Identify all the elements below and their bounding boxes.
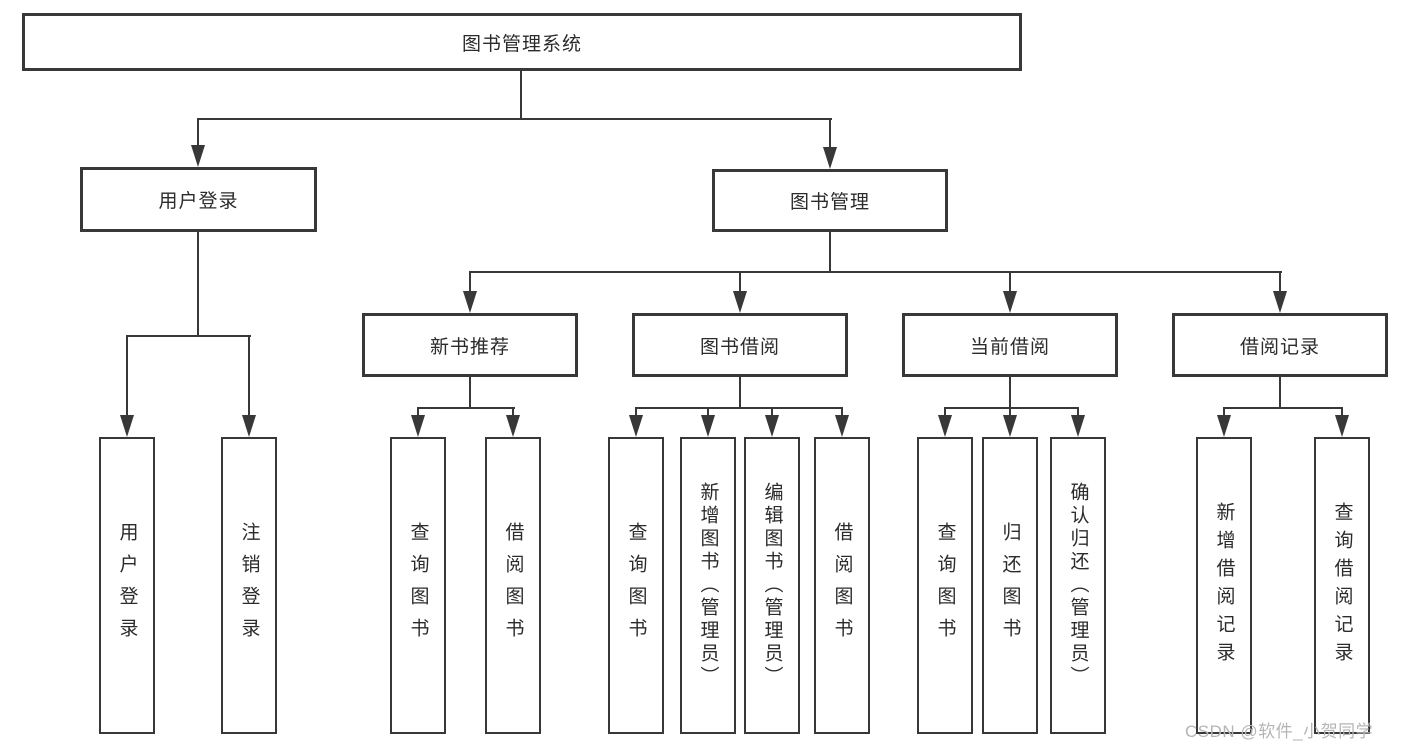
connector-line — [1341, 407, 1343, 417]
arrow-down-icon — [733, 291, 747, 313]
arrow-down-icon — [823, 147, 837, 169]
connector-line — [512, 407, 514, 417]
leaf-borrow-books-label: 借阅图书 — [831, 521, 853, 650]
leaf-add-borrow-record: 新增借阅记录 — [1196, 437, 1252, 734]
connector-line — [771, 407, 773, 417]
connector-line — [841, 407, 843, 417]
leaf-edit-books-admin-label: 编辑图书（管理员） — [761, 482, 783, 689]
connector-line — [1223, 407, 1343, 409]
connector-line — [197, 118, 199, 145]
node-root-label: 图书管理系统 — [461, 33, 582, 55]
connector-line — [635, 407, 637, 417]
connector-line — [1279, 271, 1281, 293]
arrow-down-icon — [1071, 415, 1085, 437]
node-current-borrowing: 当前借阅 — [902, 313, 1118, 377]
leaf-return-books: 归还图书 — [982, 437, 1038, 734]
leaf-confirm-return-admin-label: 确认归还（管理员） — [1067, 482, 1089, 689]
connector-line — [707, 407, 709, 417]
connector-line — [1009, 271, 1011, 293]
leaf-confirm-return-admin: 确认归还（管理员） — [1050, 437, 1106, 734]
connector-line — [469, 271, 471, 293]
node-borrow-records: 借阅记录 — [1172, 313, 1388, 377]
connector-line — [197, 232, 199, 337]
arrow-down-icon — [1003, 291, 1017, 313]
node-book-borrowing-label: 图书借阅 — [699, 336, 780, 358]
leaf-borrow-books-recommend-label: 借阅图书 — [502, 521, 524, 650]
connector-line — [944, 407, 1079, 409]
arrow-down-icon — [1217, 415, 1231, 437]
connector-line — [1223, 407, 1225, 417]
arrow-down-icon — [506, 415, 520, 437]
leaf-logout: 注销登录 — [221, 437, 277, 734]
arrow-down-icon — [1335, 415, 1349, 437]
arrow-down-icon — [191, 145, 205, 167]
leaf-add-books-admin-label: 新增图书（管理员） — [697, 482, 719, 689]
leaf-query-books-recommend-label: 查询图书 — [407, 521, 429, 650]
connector-line — [1279, 377, 1281, 409]
leaf-query-books-recommend: 查询图书 — [390, 437, 446, 734]
leaf-user-login-label: 用户登录 — [116, 521, 138, 650]
connector-line — [520, 71, 522, 119]
connector-line — [248, 335, 250, 416]
arrow-down-icon — [629, 415, 643, 437]
leaf-query-books-borrowing-label: 查询图书 — [625, 521, 647, 650]
node-book-management: 图书管理 — [712, 169, 948, 232]
connector-line — [829, 232, 831, 273]
arrow-down-icon — [242, 415, 256, 437]
leaf-query-books-borrowing: 查询图书 — [608, 437, 664, 734]
node-book-borrowing: 图书借阅 — [632, 313, 848, 377]
connector-line — [469, 271, 1282, 273]
connector-line — [417, 407, 515, 409]
arrow-down-icon — [463, 291, 477, 313]
connector-line — [417, 407, 419, 417]
leaf-return-books-label: 归还图书 — [999, 521, 1021, 650]
leaf-logout-label: 注销登录 — [238, 521, 260, 650]
connector-line — [829, 118, 831, 147]
node-user-login: 用户登录 — [80, 167, 317, 232]
leaf-query-borrow-record: 查询借阅记录 — [1314, 437, 1370, 734]
node-new-book-recommend: 新书推荐 — [362, 313, 578, 377]
node-book-management-label: 图书管理 — [789, 192, 870, 213]
leaf-borrow-books-recommend: 借阅图书 — [485, 437, 541, 734]
leaf-query-books-current: 查询图书 — [917, 437, 973, 734]
watermark: CSDN @软件_小贺同学 — [1185, 722, 1374, 741]
leaf-borrow-books: 借阅图书 — [814, 437, 870, 734]
connector-line — [1009, 377, 1011, 409]
arrow-down-icon — [120, 415, 134, 437]
connector-line — [944, 407, 946, 417]
leaf-add-books-admin: 新增图书（管理员） — [680, 437, 736, 734]
node-new-book-recommend-label: 新书推荐 — [429, 336, 510, 358]
arrow-down-icon — [1273, 291, 1287, 313]
leaf-edit-books-admin: 编辑图书（管理员） — [744, 437, 800, 734]
connector-line — [126, 335, 128, 416]
connector-line — [739, 271, 741, 293]
node-borrow-records-label: 借阅记录 — [1239, 336, 1320, 358]
arrow-down-icon — [1003, 415, 1017, 437]
connector-line — [739, 377, 741, 409]
leaf-user-login: 用户登录 — [99, 437, 155, 734]
arrow-down-icon — [938, 415, 952, 437]
connector-line — [469, 377, 471, 409]
arrow-down-icon — [765, 415, 779, 437]
arrow-down-icon — [701, 415, 715, 437]
leaf-query-books-current-label: 查询图书 — [934, 521, 956, 650]
leaf-query-borrow-record-label: 查询借阅记录 — [1331, 501, 1353, 670]
leaf-add-borrow-record-label: 新增借阅记录 — [1213, 501, 1235, 670]
connector-line — [197, 118, 832, 120]
connector-line — [1009, 407, 1011, 417]
connector-line — [1077, 407, 1079, 417]
node-user-login-label: 用户登录 — [158, 191, 239, 212]
node-root: 图书管理系统 — [22, 13, 1022, 71]
arrow-down-icon — [411, 415, 425, 437]
connector-line — [126, 335, 251, 337]
connector-line — [635, 407, 843, 409]
node-current-borrowing-label: 当前借阅 — [969, 336, 1050, 358]
arrow-down-icon — [835, 415, 849, 437]
